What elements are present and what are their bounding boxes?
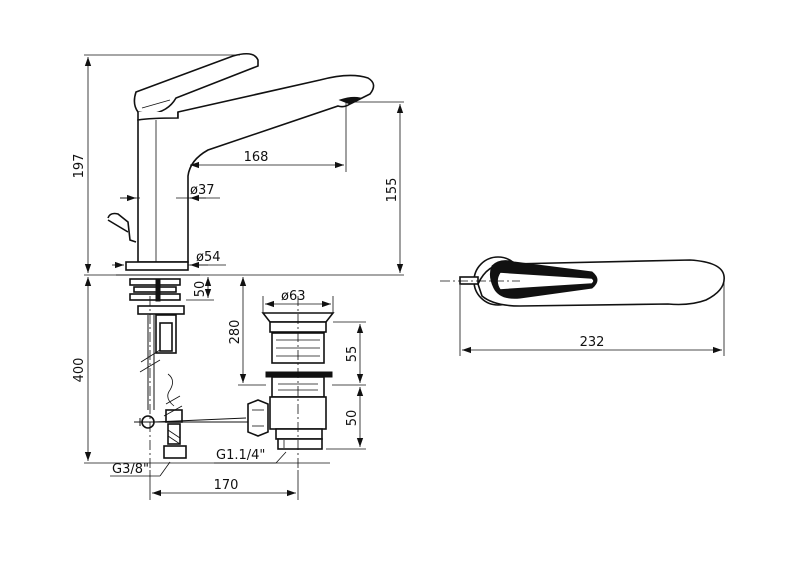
lever-handle [133,52,259,115]
dim-pipe-offset: 170 [214,478,239,493]
dim-mount-thickness: 50 [193,281,208,298]
pop-up-waste [247,296,335,470]
dim-spout-reach: 168 [244,150,269,165]
top-view-knob [459,276,479,285]
dim-top-view-length: 232 [580,335,605,350]
dim-waste-lower: 50 [345,410,360,427]
dim-body-diameter: ø37 [190,183,215,198]
dimension-labels: 197 168 ø37 155 ø54 50 400 280 ø63 55 50… [72,150,604,493]
side-view-dimensions [84,54,404,500]
dim-base-diameter: ø54 [196,250,221,265]
dim-waste-diameter: ø63 [281,289,306,304]
base-plate [125,261,189,271]
dim-spout-height: 155 [385,178,400,203]
dim-drain-to-deck: 280 [228,320,243,345]
dim-waste-upper: 55 [345,346,360,363]
dim-waste-thread: G1.1/4" [216,448,265,463]
mounting-hardware [129,278,185,410]
dim-inlet-thread: G3/8" [112,462,149,477]
dim-tail-length: 400 [72,358,87,383]
dim-height-total: 197 [72,154,87,179]
faucet-top-view [440,256,725,356]
popup-rod-knob [107,212,137,243]
hose-connector [163,395,187,459]
faucet-side-view [107,52,375,459]
spout [137,74,375,263]
